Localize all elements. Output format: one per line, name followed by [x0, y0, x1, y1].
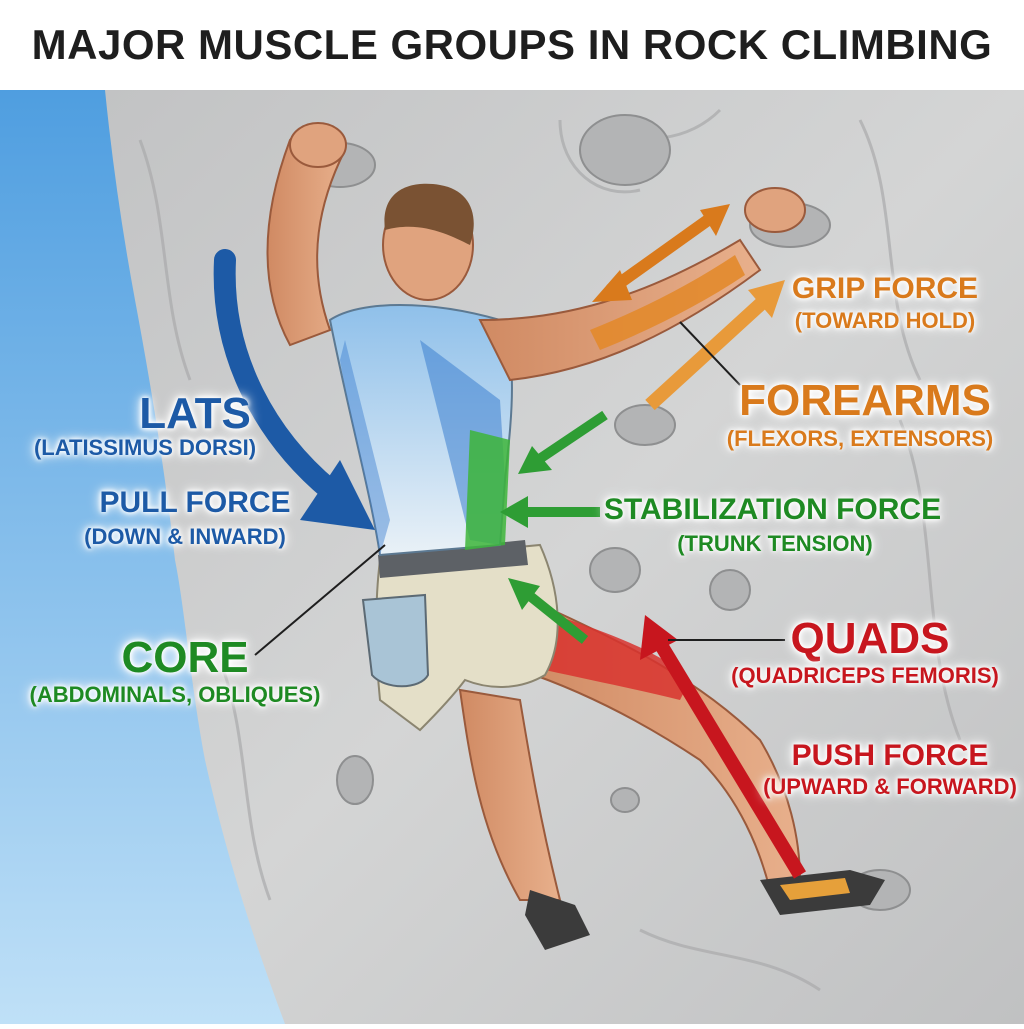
climber-right-arm — [478, 187, 806, 382]
climber-torso — [328, 304, 513, 557]
forearms-label: FOREARMS — [739, 376, 991, 425]
climber-shorts — [361, 540, 559, 732]
climber-legs — [458, 598, 885, 950]
leader-lines — [254, 321, 785, 656]
climber-head — [382, 183, 474, 301]
core-arrow — [521, 588, 589, 644]
stabilization-force-label: STABILIZATION FORCE — [603, 493, 942, 526]
harness — [378, 540, 528, 578]
push-force-detail: (UPWARD & FORWARD) — [763, 774, 1017, 799]
stabilization-force-detail: (TRUNK TENSION) — [677, 531, 873, 556]
forearm-muscle — [590, 255, 745, 350]
forearm-force-arrow — [645, 294, 770, 411]
push-force-arrow — [652, 636, 806, 879]
grip-force-detail: (TOWARD HOLD) — [794, 308, 976, 333]
pull-force-arrow — [213, 249, 341, 501]
core-detail: (ABDOMINALS, OBLIQUES) — [29, 682, 321, 707]
left-shoe-icon — [525, 890, 590, 950]
lats-label: LATS — [139, 389, 251, 438]
force-arrows — [213, 204, 806, 879]
pull-force-label: PULL FORCE — [99, 486, 291, 519]
quads-detail: (QUADRICEPS FEMORIS) — [731, 663, 999, 688]
pull-force-detail: (DOWN & INWARD) — [84, 524, 286, 549]
climber-left-arm — [266, 122, 347, 347]
lats-detail: (LATISSIMUS DORSI) — [33, 435, 257, 460]
page-title: MAJOR MUSCLE GROUPS IN ROCK CLIMBING — [31, 21, 993, 68]
grip-force-label: GRIP FORCE — [791, 272, 979, 305]
quads-label: QUADS — [790, 614, 950, 663]
push-force-label: PUSH FORCE — [791, 739, 989, 772]
core-label: CORE — [121, 633, 249, 682]
core-muscle — [465, 430, 510, 550]
grip-force-arrow — [606, 210, 719, 295]
forearms-detail: (FLEXORS, EXTENSORS) — [726, 426, 994, 451]
chalk-bag-icon — [361, 593, 430, 688]
stabilization-arrow-upper — [532, 410, 608, 467]
